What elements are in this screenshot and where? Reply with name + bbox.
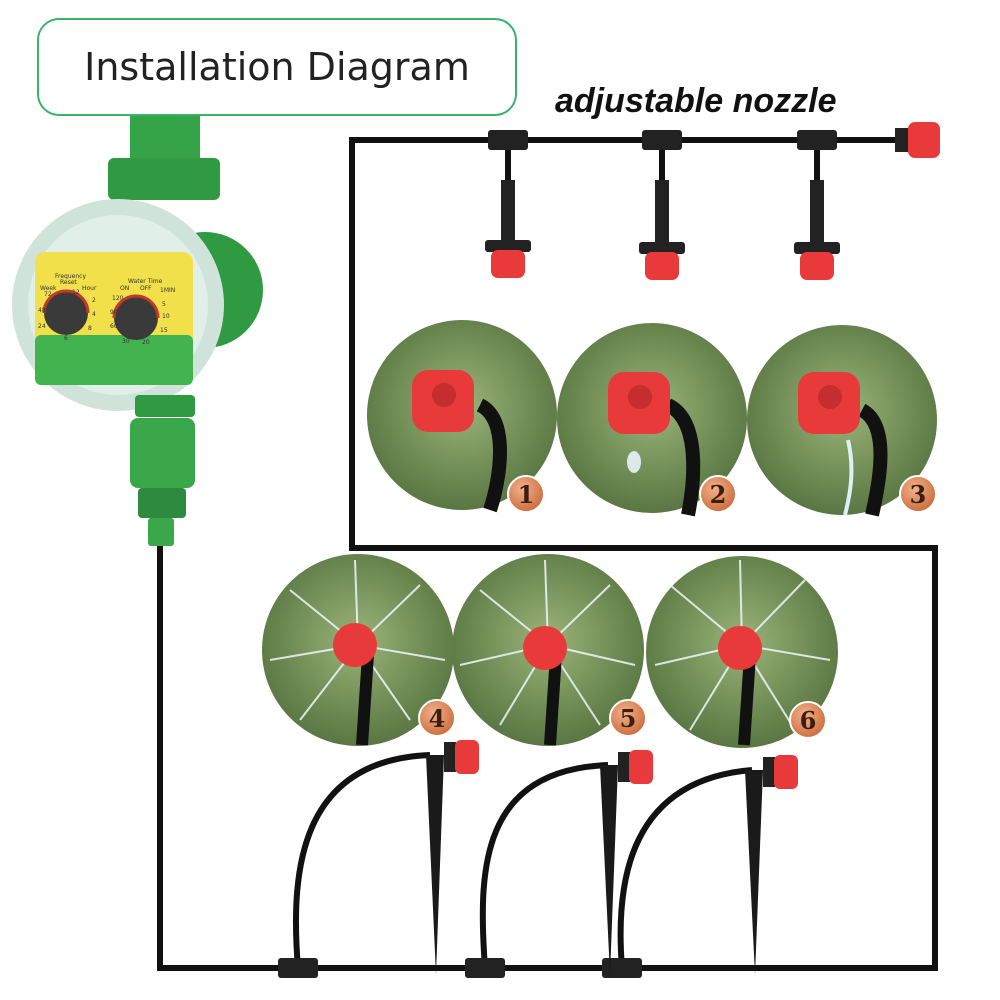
mode-badge-6 — [789, 701, 827, 739]
nozzle-label: adjustable nozzle — [555, 82, 837, 120]
stake-tube-3 — [617, 767, 753, 969]
stake-3 — [745, 755, 798, 975]
tee-connectors — [278, 130, 837, 978]
spray-photo-4 — [262, 554, 454, 746]
dial-number: 10 — [162, 313, 170, 320]
dial-number: 120 — [112, 295, 124, 302]
dial-number: 48 — [38, 307, 46, 314]
dial-number: 20 — [142, 339, 150, 346]
timer-label-1min: 1MIN — [160, 287, 175, 294]
dial-number: 8 — [88, 325, 92, 332]
nozzle-2 — [639, 180, 685, 280]
mode-number-4: 4 — [429, 704, 446, 733]
timer-label-off: OFF — [140, 285, 152, 292]
spray-photo-5 — [452, 554, 644, 746]
dial-number: 15 — [160, 327, 168, 334]
tubing — [157, 137, 938, 971]
dial-number: 2 — [92, 297, 96, 304]
tee-connector — [642, 130, 682, 150]
nozzle-3 — [794, 180, 840, 280]
water-time-dial[interactable] — [114, 296, 158, 340]
mode-badge-3 — [899, 475, 937, 513]
right-dial-numbers: 120 90 60 5 10 15 30 20 — [110, 295, 170, 346]
dial-number: 60 — [110, 323, 118, 330]
mode-badge-1 — [507, 475, 545, 513]
mode-badge-2 — [699, 475, 737, 513]
stake-tube-1 — [292, 752, 431, 969]
frequency-dial[interactable] — [44, 291, 88, 335]
mode-badge-5 — [609, 699, 647, 737]
mode-badges — [418, 475, 937, 739]
mode-number-3: 3 — [910, 480, 927, 509]
stake-tube-2 — [479, 762, 609, 969]
stake-2 — [600, 750, 653, 975]
left-dial-numbers: 72 12 2 4 8 24 48 6 — [38, 289, 96, 342]
water-timer — [12, 108, 263, 546]
spray-photo-6 — [646, 556, 838, 748]
diagram-title: Installation Diagram — [37, 18, 517, 116]
timer-bottom-connector — [130, 418, 195, 488]
dial-number: 30 — [122, 338, 130, 345]
tee-connector — [465, 958, 505, 978]
spray-photo-2 — [557, 323, 747, 517]
timer-label-hour: Hour — [82, 285, 97, 292]
stake-1 — [426, 740, 479, 975]
timer-top-connector — [130, 108, 200, 168]
dial-number: 24 — [38, 323, 46, 330]
tee-connector — [797, 130, 837, 150]
main-tube — [157, 137, 938, 971]
timer-label-week: Week — [40, 285, 57, 292]
timer-label-frequency: Frequency — [55, 273, 86, 280]
tee-connector — [488, 130, 528, 150]
nozzle-end — [895, 122, 940, 158]
tee-connector — [278, 958, 318, 978]
tee-connector — [602, 958, 642, 978]
mode-badge-4 — [418, 699, 456, 737]
top-nozzles — [485, 122, 940, 280]
timer-label-on: ON — [120, 285, 129, 292]
mode-number-5: 5 — [620, 704, 637, 733]
dial-number: 4 — [92, 311, 96, 318]
nozzle-1 — [485, 180, 531, 278]
stakes — [426, 740, 798, 975]
dial-number: 6 — [64, 335, 68, 342]
dial-number: 5 — [162, 301, 166, 308]
dial-number: 90 — [110, 309, 118, 316]
mode-number-1: 1 — [518, 480, 535, 509]
dial-number: 12 — [72, 289, 80, 296]
mode-number-6: 6 — [800, 706, 817, 735]
spray-photo-1 — [367, 320, 557, 513]
timer-label-water-time: Water Time — [128, 278, 163, 285]
spray-photo-3 — [747, 325, 937, 517]
timer-label-reset: Reset — [60, 279, 77, 286]
dial-number: 72 — [44, 291, 52, 298]
mode-number-2: 2 — [710, 480, 727, 509]
